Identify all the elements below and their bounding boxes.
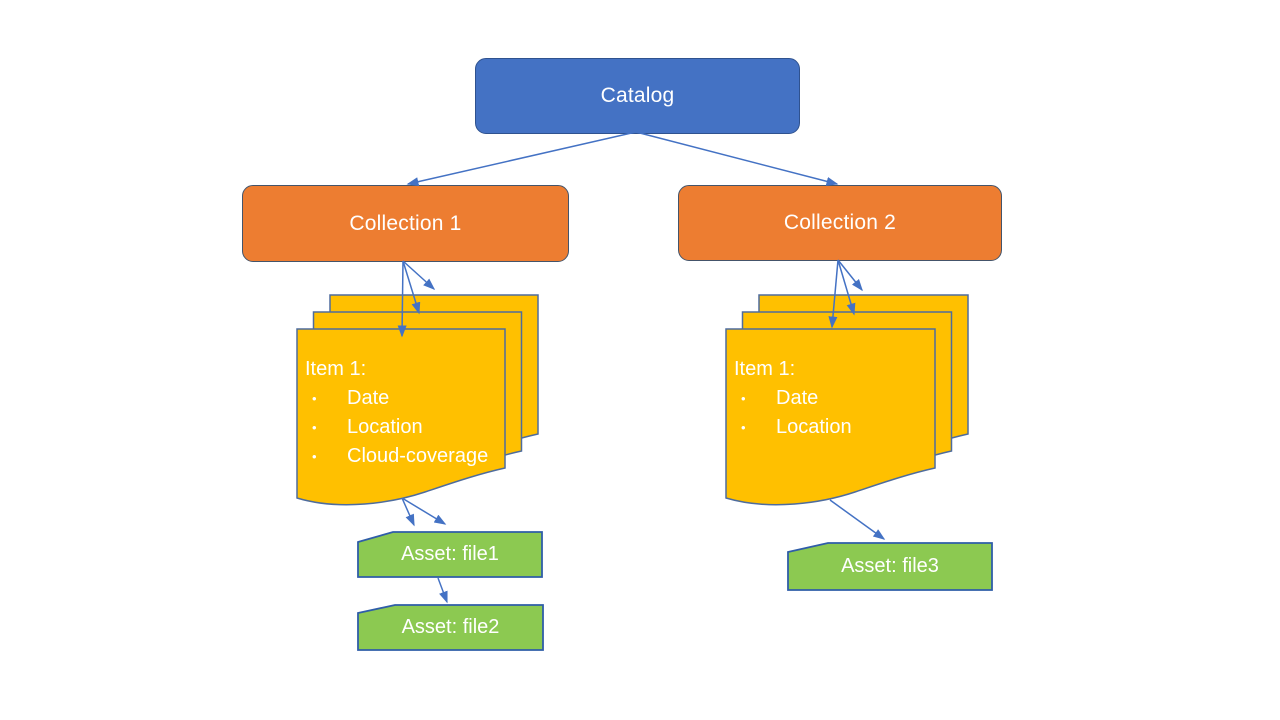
- catalog-label: Catalog: [600, 84, 675, 107]
- item-2-bullet-row: • Date: [734, 384, 934, 413]
- item-2-bullet-label: Date: [776, 387, 819, 409]
- item-2-bullet-row: • Location: [734, 413, 934, 442]
- collection-2-node: Collection 2: [678, 185, 1002, 261]
- connector-collection-1-to-sheet-back: [402, 260, 436, 291]
- connector-catalog-to-collection-2: [635, 131, 839, 186]
- item-2-title: Item 1:: [734, 358, 796, 380]
- asset-file3-label: Asset: file3: [841, 555, 939, 577]
- item-1-bullet-label: Date: [347, 387, 390, 409]
- connector-collection-1-to-sheet-middle: [402, 260, 421, 315]
- connector-asset-file1-to-asset-file2: [437, 577, 448, 604]
- connector-collection-2-to-sheet-back: [837, 259, 863, 292]
- connector-catalog-to-collection-1: [406, 131, 637, 187]
- connector-collection-2-to-sheet-middle: [837, 259, 856, 316]
- collection-1-node: Collection 1: [242, 185, 569, 262]
- collection-1-label: Collection 1: [349, 211, 462, 235]
- item-2-text-block: Item 1: • Date • Location: [734, 355, 934, 442]
- connector-collection-2-to-sheet-front: [828, 259, 839, 329]
- item-1-bullet-row: • Location: [305, 413, 505, 442]
- item-1-text-block: Item 1: • Date • Location • Cloud-covera…: [305, 355, 505, 471]
- bullet-icon: •: [312, 420, 317, 435]
- item-1-title: Item 1:: [305, 358, 367, 380]
- asset-file1-label: Asset: file1: [401, 543, 499, 565]
- connector-collection-1-to-sheet-front: [397, 260, 407, 338]
- connector-item-1-to-asset-file1-a: [401, 497, 415, 527]
- item-2-bullet-label: Location: [776, 416, 852, 438]
- bullet-icon: •: [312, 391, 317, 406]
- bullet-icon: •: [312, 449, 317, 464]
- collection-2-label: Collection 2: [783, 211, 897, 234]
- connector-item-1-to-asset-file1-b: [401, 497, 447, 525]
- asset-file2-label: Asset: file2: [401, 616, 500, 638]
- item-1-bullet-row: • Cloud-coverage: [305, 442, 505, 471]
- connector-item-2-to-asset-file3: [829, 499, 886, 540]
- item-1-bullet-label: Location: [347, 416, 423, 438]
- item-1-bullet-label: Cloud-coverage: [347, 445, 489, 467]
- bullet-icon: •: [741, 420, 746, 435]
- catalog-node: Catalog: [475, 58, 800, 134]
- item-1-bullet-row: • Date: [305, 384, 505, 413]
- bullet-icon: •: [741, 391, 746, 406]
